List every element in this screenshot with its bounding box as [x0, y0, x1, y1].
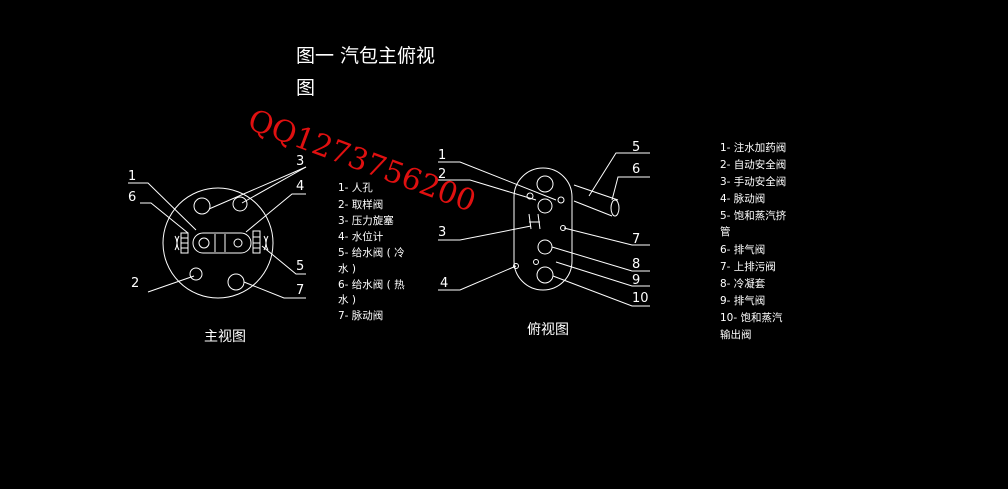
front-legend-item: 7- 脉动阀 — [338, 309, 383, 322]
front-callout-5: 5 — [296, 259, 304, 274]
manhole-1 — [193, 197, 211, 215]
sampling-valve-hole — [232, 196, 248, 212]
front-callout-3: 3 — [296, 154, 304, 169]
steam-pipe-end — [610, 199, 620, 217]
front-callout-7: 7 — [296, 283, 304, 298]
front-callout-2: 2 — [131, 276, 139, 291]
top-callout-4: 4 — [440, 276, 448, 291]
top-legend-item: 6- 排气阀 — [720, 243, 765, 256]
front-view-drawing — [128, 166, 307, 299]
top-legend-item: 9- 排气阀 — [720, 294, 765, 307]
top-legend-item: 输出阀 — [720, 328, 752, 341]
top-callout-7: 7 — [632, 232, 640, 247]
top-legend-item: 7- 上排污阀 — [720, 260, 776, 273]
front-legend-item: 6- 给水阀 ( 热 — [338, 278, 405, 291]
top-view-caption: 俯视图 — [527, 322, 569, 338]
title-line-1: 图一 汽包主俯视 — [296, 45, 435, 67]
top-hole-small — [513, 263, 519, 269]
front-view-caption: 主视图 — [204, 329, 246, 345]
top-hole-2 — [537, 198, 553, 214]
top-legend-item: 10- 饱和蒸汽 — [720, 311, 783, 324]
front-legend-item: 1- 人孔 — [338, 181, 373, 194]
top-legend-item: 8- 冷凝套 — [720, 277, 766, 290]
top-hole-1 — [536, 175, 554, 193]
top-callout-9: 9 — [632, 273, 640, 288]
front-legend: 1- 人孔 2- 取样阀 3- 压力旋塞 4- 水位计 5- 给水阀 ( 冷 水… — [338, 181, 405, 322]
top-legend-item: 2- 自动安全阀 — [720, 158, 786, 171]
top-legend-item: 1- 注水加药阀 — [720, 141, 786, 154]
top-callout-8: 8 — [632, 257, 640, 272]
valve-2-hole — [189, 267, 203, 281]
top-legend-item: 3- 手动安全阀 — [720, 175, 786, 188]
top-callout-3: 3 — [438, 225, 446, 240]
front-legend-item: 水 ) — [338, 263, 356, 275]
gauge-right-bulb — [233, 238, 243, 248]
pressure-cock-right — [252, 230, 261, 254]
top-callout-6: 6 — [632, 162, 640, 177]
front-legend-item: 3- 压力旋塞 — [338, 214, 394, 227]
front-callout-6: 6 — [128, 190, 136, 205]
top-view-drawing — [438, 152, 650, 307]
front-callout-1: 1 — [128, 169, 136, 184]
front-legend-item: 水 ) — [338, 294, 356, 306]
top-hole-small — [533, 259, 539, 265]
top-callout-2: 2 — [438, 167, 446, 182]
front-legend-item: 2- 取样阀 — [338, 198, 383, 211]
front-legend-item: 4- 水位计 — [338, 230, 384, 243]
top-hole-4 — [537, 239, 553, 255]
top-legend-item: 4- 脉动阀 — [720, 192, 765, 205]
top-callout-10: 10 — [632, 291, 649, 306]
title-line-2: 图 — [296, 77, 315, 99]
drum-outline — [162, 187, 274, 299]
top-hole-small — [526, 192, 534, 200]
water-level-gauge — [192, 232, 252, 254]
top-legend-item: 5- 饱和蒸汽挤 — [720, 209, 787, 222]
top-callout-1: 1 — [438, 148, 446, 163]
valve-7-hole — [227, 273, 245, 291]
gauge-left-bulb — [198, 237, 210, 249]
top-hole-small — [557, 196, 565, 204]
front-callout-4: 4 — [296, 179, 304, 194]
top-hole-10 — [536, 266, 554, 284]
top-legend: 1- 注水加药阀 2- 自动安全阀 3- 手动安全阀 4- 脉动阀 5- 饱和蒸… — [720, 141, 787, 341]
top-callout-5: 5 — [632, 140, 640, 155]
front-legend-item: 5- 给水阀 ( 冷 — [338, 246, 405, 259]
top-legend-item: 管 — [720, 225, 731, 238]
